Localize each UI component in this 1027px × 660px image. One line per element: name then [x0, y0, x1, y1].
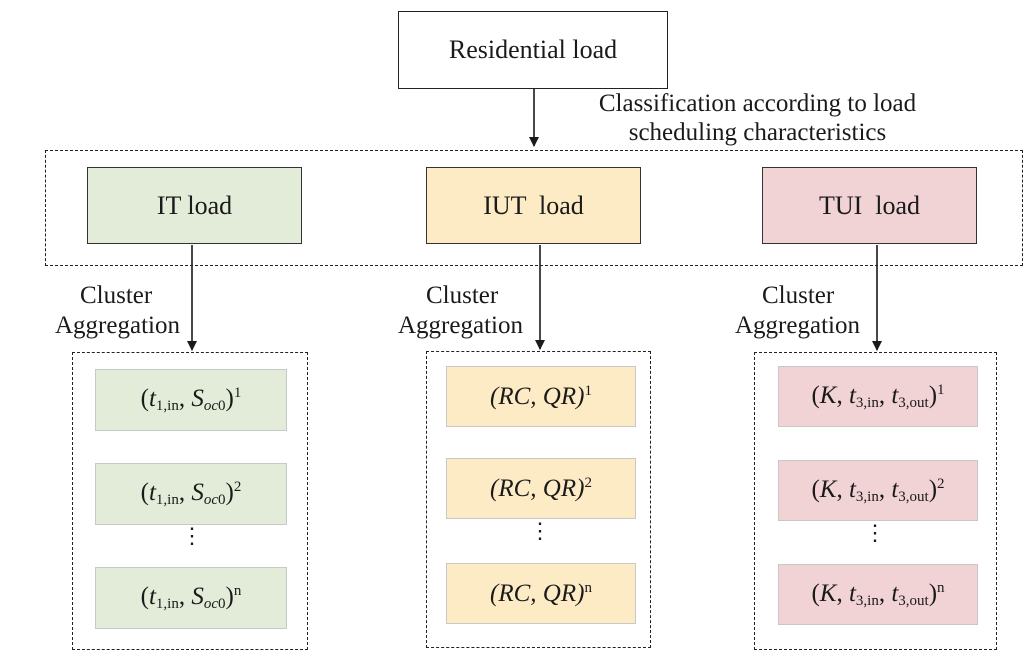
- tui-cluster-item-2: (K, t3,in, t3,out)2: [778, 460, 978, 521]
- tui-ellipsis: ⋮: [864, 520, 886, 545]
- classification-note-line-1: Classification according to load: [598, 90, 917, 117]
- cluster-aggregation-label-it: Cluster: [80, 282, 152, 310]
- iut-item-formula: (RC, QR)2: [490, 474, 592, 502]
- aggregation-label-iut: Aggregation: [398, 312, 523, 340]
- it-cluster-group: [72, 352, 308, 650]
- it-cluster-item-n: (t1,in, Soc0)n: [95, 567, 287, 629]
- cluster-aggregation-label-tui: Cluster: [762, 282, 834, 310]
- residential-load-box: Residential load: [398, 11, 668, 89]
- iut-cluster-item-n: (RC, QR)n: [446, 563, 636, 624]
- tui-item-formula: (K, t3,in, t3,out)n: [811, 579, 945, 609]
- it-load-box: IT load: [87, 167, 302, 244]
- aggregation-word: Aggregation: [398, 312, 523, 339]
- tui-cluster-item-n: (K, t3,in, t3,out)n: [778, 564, 978, 625]
- aggregation-label-tui: Aggregation: [735, 312, 860, 340]
- tui-item-formula: (K, t3,in, t3,out)2: [811, 475, 945, 505]
- aggregation-label-it: Aggregation: [55, 312, 180, 340]
- aggregation-word: Aggregation: [55, 312, 180, 339]
- cluster-word: Cluster: [762, 282, 835, 309]
- it-item-formula: (t1,in, Soc0)n: [140, 583, 242, 612]
- iut-cluster-group: [426, 351, 651, 648]
- iut-cluster-item-1: (RC, QR)1: [446, 366, 636, 427]
- it-cluster-item-1: (t1,in, Soc0)1: [95, 369, 287, 431]
- iut-load-label: IUT load: [483, 190, 584, 220]
- iut-load-box: IUT load: [426, 167, 641, 244]
- classification-note-line-2: scheduling characteristics: [628, 119, 887, 146]
- cluster-word: Cluster: [426, 282, 499, 309]
- iut-ellipsis: ⋮: [529, 518, 551, 543]
- tui-cluster-group: [754, 352, 997, 650]
- tui-load-box: TUI load: [762, 167, 977, 244]
- iut-item-formula: (RC, QR)1: [490, 382, 592, 410]
- aggregation-word: Aggregation: [735, 312, 860, 339]
- it-item-formula: (t1,in, Soc0)1: [140, 385, 242, 414]
- classification-note: Classification according to load schedul…: [580, 89, 935, 147]
- tui-cluster-item-1: (K, t3,in, t3,out)1: [778, 366, 978, 427]
- iut-cluster-item-2: (RC, QR)2: [446, 458, 636, 519]
- it-load-label: IT load: [156, 190, 233, 220]
- it-ellipsis: ⋮: [181, 523, 203, 548]
- load-category-group: [45, 150, 1023, 266]
- tui-item-formula: (K, t3,in, t3,out)1: [811, 381, 945, 411]
- cluster-word: Cluster: [80, 282, 153, 309]
- residential-load-label: Residential load: [448, 35, 618, 64]
- cluster-aggregation-label-iut: Cluster: [426, 282, 498, 310]
- it-cluster-item-2: (t1,in, Soc0)2: [95, 463, 287, 525]
- tui-load-label: TUI load: [818, 190, 921, 220]
- iut-item-formula: (RC, QR)n: [490, 579, 592, 607]
- it-item-formula: (t1,in, Soc0)2: [140, 479, 242, 508]
